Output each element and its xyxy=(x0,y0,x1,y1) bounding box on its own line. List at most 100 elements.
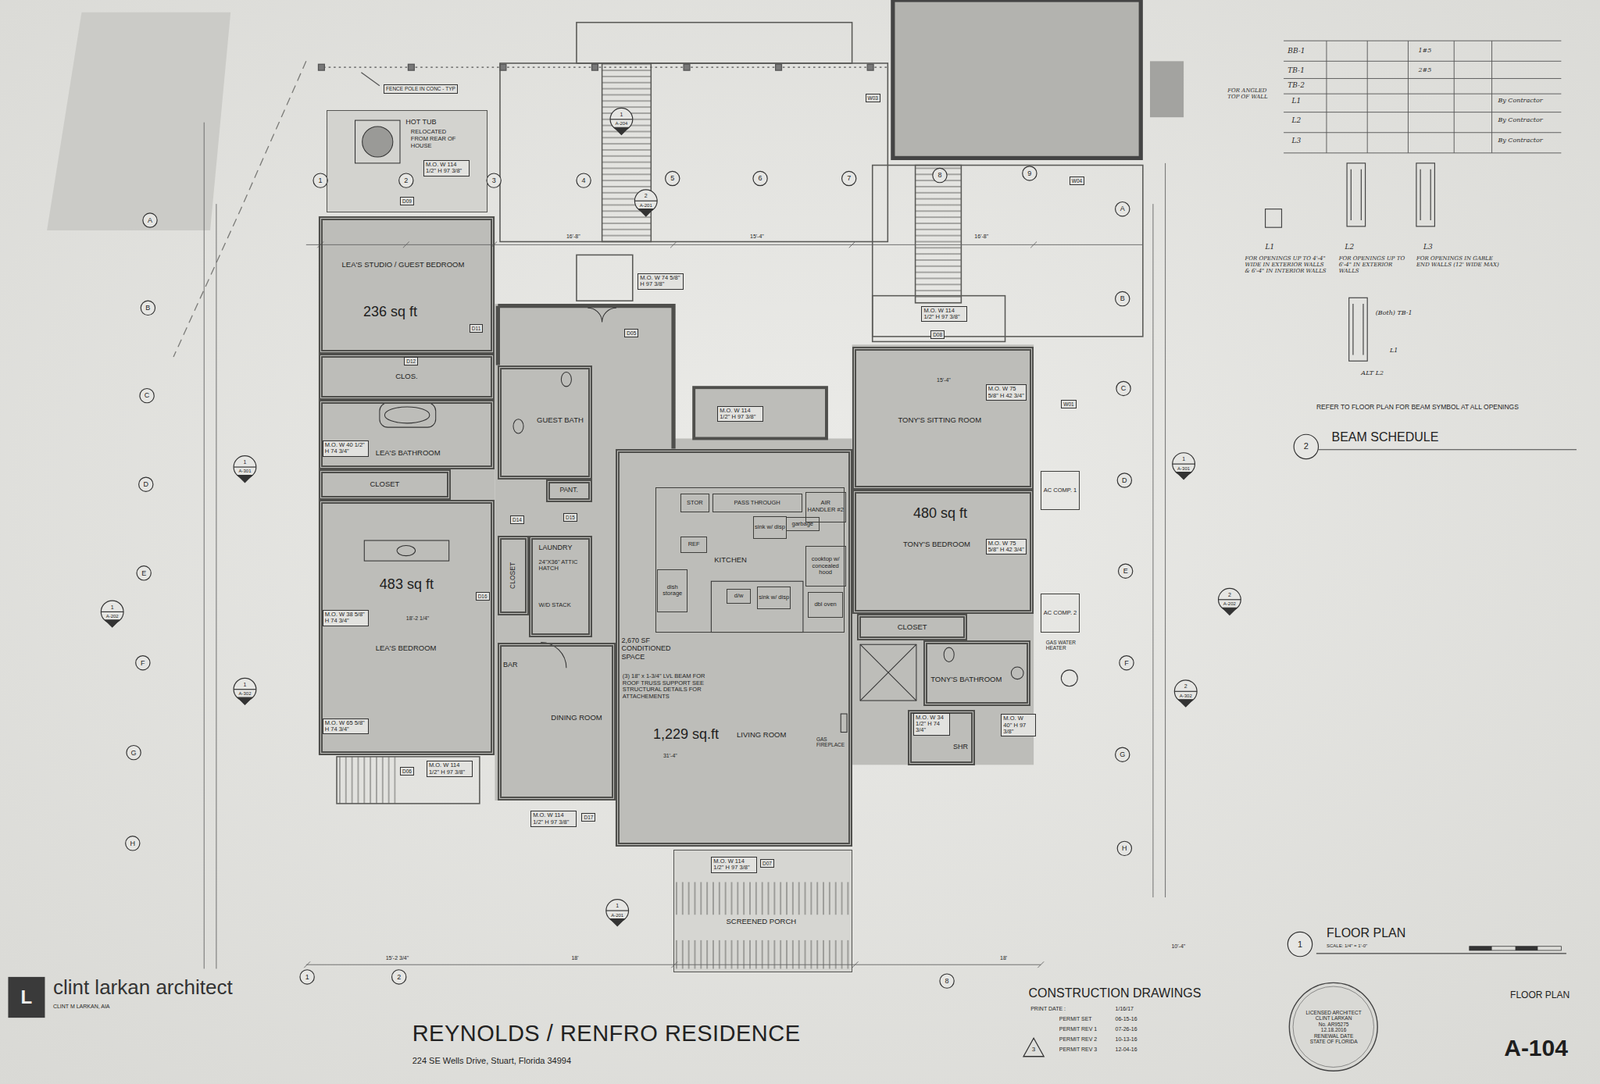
handwritten-note: FOR OPENINGS UP TO 4'-4" WIDE IN EXTERIO… xyxy=(1244,255,1326,275)
grid-bubble-circle xyxy=(142,213,158,228)
grid-bubble: D xyxy=(1117,476,1132,486)
beam-sketches xyxy=(1353,303,1364,355)
grid-bubble: 1 xyxy=(234,682,255,689)
room-outline: LEA'S STUDIO / GUEST BEDROOM236 sq ft xyxy=(318,216,496,354)
door-tag: D14 xyxy=(510,515,525,525)
door-tag: M.O. W 114 1/2" H 97 3/8" xyxy=(710,857,758,874)
deck-boards xyxy=(336,757,397,804)
grid-bubble: 1 xyxy=(607,903,628,910)
room-label: sink w/ disp xyxy=(758,594,790,602)
fixture-box: cooktop w/ concealed hood xyxy=(805,546,847,587)
handwritten-note: By Contractor xyxy=(1497,116,1543,124)
grid-bubble: A xyxy=(1115,204,1130,214)
fence-line xyxy=(775,64,783,71)
grid-bubble-circle xyxy=(125,166,1319,989)
grid-bubble: 9 xyxy=(1022,169,1037,179)
fence-line xyxy=(407,64,415,71)
room-label: PASS THROUGH xyxy=(733,500,780,508)
grid-bubble-circle xyxy=(140,300,155,315)
outdoor-fill xyxy=(673,850,853,973)
sheet-note: 18' xyxy=(1000,955,1008,962)
grid-bubble: D xyxy=(139,480,154,490)
door-tag: M.O. W 114 1/2" H 97 3/8" xyxy=(426,760,473,778)
beam-sketches xyxy=(1349,297,1368,361)
fence-line xyxy=(318,64,325,71)
fixture-box: REF xyxy=(680,536,708,554)
sheet-note: PERMIT REV 3 xyxy=(1059,1046,1098,1054)
grid-bubble-circle xyxy=(1118,564,1133,579)
room-label: PANT. xyxy=(559,486,578,495)
grid-bubble: 2 xyxy=(399,176,414,186)
room-label: AC COMP. 2 xyxy=(1043,610,1077,618)
fixture-box: dbl oven xyxy=(807,592,843,619)
seal-text: RENEWAL DATE xyxy=(1314,1033,1354,1040)
outbuilding xyxy=(1150,60,1184,118)
room-label: RELOCATED FROM REAR OF HOUSE xyxy=(410,128,461,150)
handwritten-note: ALT L2 xyxy=(1360,369,1384,377)
site-line xyxy=(173,60,307,358)
grid-bubble-circle xyxy=(1115,202,1130,217)
fixtures xyxy=(710,581,804,633)
grid-bubble-circle xyxy=(576,173,591,188)
room-label: 1,229 sq.ft xyxy=(653,726,735,743)
handwritten-note: TB-1 xyxy=(1287,66,1305,75)
grid-bubble-circle xyxy=(1115,747,1130,762)
door-tag: M.O. W 114 1/2" H 97 3/8" xyxy=(423,160,470,177)
room-label: DINING ROOM xyxy=(550,714,611,723)
grid-bubble-circle xyxy=(1293,434,1318,459)
handwritten-note: L3 xyxy=(1292,136,1302,145)
firm-logo: clint larkan architect xyxy=(53,975,233,1000)
grid-bubble: G xyxy=(126,749,141,758)
dimension-lines xyxy=(203,122,1165,970)
room-outline: GUEST BATH xyxy=(497,365,592,480)
grid-bubble: 1 xyxy=(102,604,123,611)
title-block-graphics xyxy=(1469,946,1493,951)
door-tag: M.O. W 40" H 97 3/8" xyxy=(1000,714,1036,737)
door-tag: D08 xyxy=(930,330,945,340)
fixture-box: KITCHENSTORPASS THROUGHAIR HANDLER #2REF… xyxy=(655,487,846,633)
door-tag: D16 xyxy=(475,592,490,601)
room-label: LIVING ROOM xyxy=(736,731,798,740)
section-marker xyxy=(639,209,654,217)
door-tag: D05 xyxy=(624,328,639,338)
room-label: HOT TUB xyxy=(405,117,467,126)
handwritten-note: L1 xyxy=(1389,346,1398,354)
grid-bubble: 4 xyxy=(576,176,591,186)
fixtures xyxy=(587,307,617,322)
sheet-note: 12-04-16 xyxy=(1115,1046,1138,1054)
door-tag: M.O. W 75 5/8" H 42 3/4" xyxy=(985,539,1027,556)
section-marker xyxy=(1178,700,1193,708)
grid-bubble: F xyxy=(1119,659,1134,668)
beam-sketches xyxy=(1416,163,1436,227)
handwritten-note: By Contractor xyxy=(1497,136,1543,144)
fixtures xyxy=(943,647,954,662)
grid-bubble: A-302 xyxy=(233,691,257,697)
grid-bubble: A-301 xyxy=(1172,466,1196,472)
grid-bubble: 1 xyxy=(313,176,328,186)
fixtures xyxy=(860,644,917,701)
sheet-note: REFER TO FLOOR PLAN FOR BEAM SYMBOL AT A… xyxy=(1316,403,1519,411)
grid-bubble: 2 xyxy=(1293,441,1318,452)
grid-bubble: C xyxy=(139,391,154,400)
equipment-label: GAS WATER HEATER xyxy=(1046,639,1086,652)
fixtures xyxy=(355,120,400,164)
room-label: SHR xyxy=(953,742,970,751)
fixtures xyxy=(384,407,429,424)
fixture-box: PASS THROUGH xyxy=(712,493,803,513)
sheet-note: CLINT M LARKAN, AIA xyxy=(53,1003,111,1011)
sheet-note: 1/16/17 xyxy=(1115,1006,1134,1013)
deck-outline xyxy=(336,757,480,804)
wall-lines xyxy=(497,306,674,450)
handwritten-note: FOR ANGLED TOP OF WALL xyxy=(1227,87,1271,100)
sheet-note: 18' xyxy=(571,955,579,962)
door-tag: M.O. W 65 5/8" H 74 3/4" xyxy=(322,718,369,736)
section-marker xyxy=(1174,691,1197,693)
room-outline: CLOSET xyxy=(318,469,452,500)
door-tag: M.O. W 114 1/2" H 97 3/8" xyxy=(530,810,577,828)
grid-bubble: H xyxy=(1117,844,1132,854)
beam-sketches xyxy=(1420,169,1431,221)
room-label: KITCHEN xyxy=(714,556,765,565)
sheet-note: FLOOR PLAN xyxy=(1326,925,1406,941)
